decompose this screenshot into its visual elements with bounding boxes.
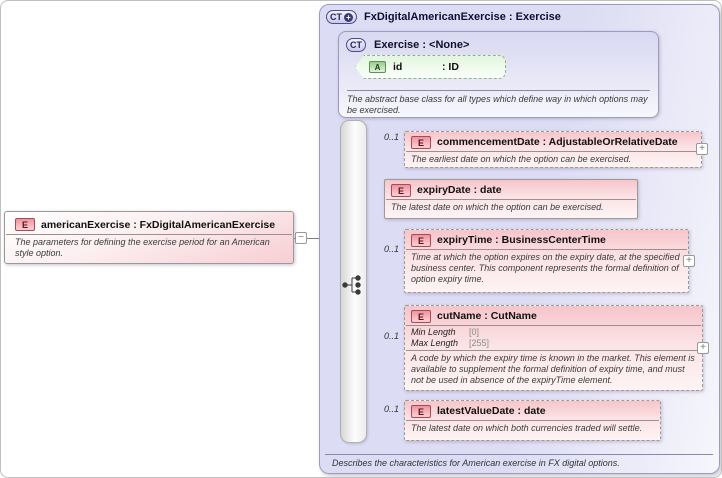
complex-type-icon: CT	[346, 38, 366, 52]
element-description: Time at which the option expires on the …	[411, 252, 680, 284]
element-title: americanExercise : FxDigitalAmericanExer…	[41, 218, 276, 231]
cardinality-commencement-date: 0..1	[384, 132, 400, 142]
element-expiry-date[interactable]: E expiryDate : date The latest date on w…	[384, 179, 638, 219]
divider	[406, 325, 701, 326]
divider	[406, 249, 687, 250]
base-type-exercise[interactable]: CT Exercise : <None> A id : ID The abstr…	[338, 31, 659, 118]
cardinality-cut-name: 0..1	[384, 331, 400, 341]
element-expiry-time[interactable]: E expiryTime : BusinessCenterTime Time a…	[404, 229, 689, 293]
base-type-description: The abstract base class for all types wh…	[347, 94, 648, 115]
base-type-title: Exercise : <None>	[374, 39, 470, 51]
divider	[406, 350, 701, 351]
element-title: commencementDate : AdjustableOrRelativeD…	[437, 136, 678, 148]
element-badge-icon: E	[411, 309, 431, 323]
complex-type-description: Describes the characteristics for Americ…	[332, 458, 620, 468]
element-badge-icon: E	[391, 183, 411, 197]
collapse-toggle[interactable]: −	[295, 232, 307, 244]
facet-max-length: Max Length [255]	[411, 338, 490, 348]
sequence-compositor-bar[interactable]	[340, 120, 367, 443]
element-commencement-date[interactable]: E commencementDate : AdjustableOrRelativ…	[404, 131, 702, 168]
expand-commencement-date[interactable]: +	[696, 143, 708, 155]
element-american-exercise[interactable]: E americanExercise : FxDigitalAmericanEx…	[4, 211, 294, 264]
element-description: The latest date on which both currencies…	[411, 423, 643, 433]
element-title: expiryTime : BusinessCenterTime	[437, 234, 606, 246]
element-badge-icon: E	[411, 404, 431, 418]
element-badge-icon: E	[411, 135, 431, 149]
divider	[6, 234, 292, 235]
facet-list: Min Length [0] Max Length [255]	[405, 326, 702, 350]
attribute-badge-icon: A	[369, 61, 386, 73]
complex-type-title: FxDigitalAmericanExercise : Exercise	[364, 11, 561, 23]
complex-type-header[interactable]: CT+ FxDigitalAmericanExercise : Exercise	[326, 10, 561, 24]
element-title: cutName : CutName	[437, 310, 537, 322]
element-badge-icon: E	[15, 218, 35, 231]
cardinality-latest-value-date: 0..1	[384, 404, 400, 414]
element-description: The latest date on which the option can …	[391, 202, 604, 212]
attribute-type: : ID	[442, 61, 459, 73]
element-cut-name[interactable]: E cutName : CutName Min Length [0] Max L…	[404, 305, 703, 391]
attribute-id[interactable]: A id : ID	[355, 55, 506, 79]
cardinality-expiry-time: 0..1	[384, 244, 400, 254]
divider	[347, 90, 650, 91]
attribute-name: id	[393, 61, 403, 73]
element-latest-value-date[interactable]: E latestValueDate : date The latest date…	[404, 400, 661, 441]
element-description: The parameters for defining the exercise…	[15, 237, 270, 258]
expand-cut-name[interactable]: +	[697, 342, 709, 354]
divider	[386, 199, 636, 200]
facet-min-length: Min Length [0]	[411, 327, 480, 337]
element-title: latestValueDate : date	[437, 405, 546, 417]
complex-type-plus-icon: CT+	[326, 10, 357, 24]
element-description: The earliest date on which the option ca…	[411, 154, 632, 164]
divider	[325, 454, 713, 455]
divider	[406, 151, 700, 152]
element-description: A code by which the expiry time is known…	[411, 353, 695, 385]
element-title: expiryDate : date	[417, 184, 502, 196]
divider	[406, 420, 659, 421]
expand-expiry-time[interactable]: +	[683, 255, 695, 267]
element-badge-icon: E	[411, 233, 431, 247]
